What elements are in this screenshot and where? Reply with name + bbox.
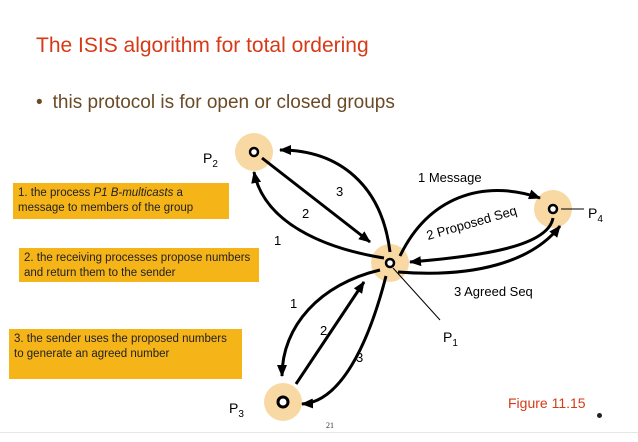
arrow-p1-to-p2-message [251, 171, 385, 260]
slide-title: The ISIS algorithm for total ordering [36, 34, 369, 57]
label-p3-two: 2 [320, 323, 327, 338]
label-p2-one: 1 [274, 233, 281, 248]
label-p2-three: 3 [336, 184, 343, 199]
bullet-point: • this protocol is for open or closed gro… [36, 92, 395, 114]
arrow-p3-to-p1-proposed [294, 281, 366, 385]
note-step-1: 1. the process P1 B-multicasts a message… [13, 183, 229, 219]
p2-label: P2 [203, 150, 218, 170]
p1-leader-line [392, 267, 441, 321]
figure-label: Figure 11.15 [508, 395, 586, 411]
p3-label: P3 [229, 400, 244, 420]
label-message: 1 Message [418, 170, 482, 185]
label-p3-one: 1 [290, 296, 297, 311]
footer-divider [0, 432, 638, 433]
arrow-p1-to-p4-message [398, 189, 541, 257]
bullet-text: this protocol is for open or closed grou… [52, 92, 395, 113]
label-agreed-seq: 3 Agreed Seq [454, 284, 533, 299]
note-step-2: 2. the receiving processes propose numbe… [19, 248, 259, 282]
page-number: 21 [326, 421, 334, 430]
corner-dot [597, 413, 602, 418]
bullet-glyph: • [36, 92, 43, 113]
p2-node [248, 146, 260, 158]
arrow-p1-to-p4-agreed [397, 225, 562, 275]
p4-node [547, 203, 559, 215]
arrow-p1-to-p3-message [277, 268, 381, 377]
p1-node [384, 257, 396, 269]
p3-node [276, 395, 290, 409]
arrow-p1-to-p3-agreed [301, 275, 388, 409]
note-step-3: 3. the sender uses the proposed numbers … [9, 329, 242, 379]
arrow-p2-to-p1-proposed [261, 156, 371, 244]
p1-label: P1 [443, 329, 458, 349]
label-p3-three: 3 [356, 350, 363, 365]
arrow-p1-to-p2-agreed [279, 145, 392, 253]
p4-label: P4 [588, 205, 603, 225]
arrow-p4-to-p1-proposed [409, 217, 555, 267]
label-p2-two: 2 [302, 206, 309, 221]
